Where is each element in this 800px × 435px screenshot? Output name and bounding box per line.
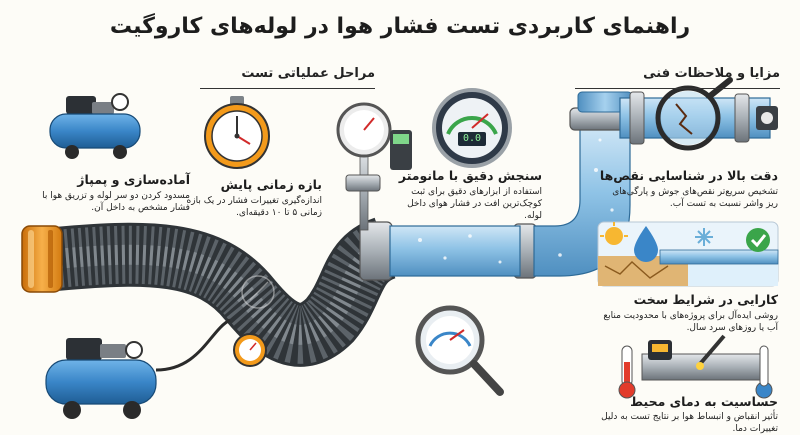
steps-header: مراحل عملیاتی تست <box>200 62 375 90</box>
feature-temperature: حساسیت به دمای محیط تأثیر انقباض و انبسا… <box>598 394 778 435</box>
sun-icon <box>600 222 628 245</box>
feature-temperature-title: حساسیت به دمای محیط <box>630 394 778 409</box>
crack-magnifier-icon <box>619 77 778 151</box>
step-monitoring-desc: اندازه‌گیری تغییرات فشار در یک بازه زمان… <box>186 196 322 219</box>
step-prep-title: آماده‌سازی و پمپاژ <box>77 172 190 187</box>
feature-accuracy-title: دقت بالا در شناسایی نقص‌ها <box>599 168 778 183</box>
target-icon <box>241 275 275 309</box>
magnifier-gauge-icon <box>415 305 504 396</box>
step-prep: آماده‌سازی و پمپاژ مسدود کردن دو سر لوله… <box>40 172 190 214</box>
end-cap <box>21 225 63 293</box>
stopwatch-icon <box>204 96 270 169</box>
features-header-label: مزایا و ملاحظات فنی <box>643 66 780 81</box>
digital-gauge-icon <box>432 88 512 168</box>
feature-harsh-conditions-title: کارایی در شرایط سخت <box>633 292 778 307</box>
feature-temperature-desc: تأثیر انقباض و انبساط هوا بر نتایج تست ب… <box>601 412 778 435</box>
feature-accuracy: دقت بالا در شناسایی نقص‌ها تشخیص سریع‌تر… <box>598 168 778 210</box>
step-prep-desc: مسدود کردن دو سر لوله و تزریق هوا با فشا… <box>42 191 190 214</box>
page-title: راهنمای کاربردی تست فشار هوا در لوله‌های… <box>109 14 691 39</box>
feature-harsh-conditions: کارایی در شرایط سخت روشی ایده‌آل برای پر… <box>598 292 778 334</box>
compressor-icon-2 <box>45 318 231 419</box>
step-monitoring: بازه زمانی پایش اندازه‌گیری تغییرات فشار… <box>182 177 322 219</box>
step-manometer-title: سنجش دقیق با مانومتر <box>398 168 542 183</box>
coupling <box>359 221 393 281</box>
features-header: مزایا و ملاحظات فنی <box>575 62 780 90</box>
feature-harsh-conditions-desc: روشی ایده‌آل برای پروژه‌های با محدودیت م… <box>603 311 778 334</box>
feature-accuracy-desc: تشخیص سریع‌تر نقص‌های جوش و پارگی‌های ری… <box>612 187 778 210</box>
step-manometer-desc: استفاده از ابزارهای دقیق برای ثبت کوچک‌ت… <box>407 187 542 222</box>
step-monitoring-title: بازه زمانی پایش <box>220 177 322 192</box>
thermometer-icon <box>618 345 636 399</box>
gauge-readout: 0.0 <box>462 133 482 144</box>
steps-header-label: مراحل عملیاتی تست <box>241 66 375 81</box>
compressor-icon <box>49 93 141 159</box>
check-icon <box>746 228 770 252</box>
water-drop-icon <box>634 226 658 262</box>
welding-icon <box>641 334 773 399</box>
snowflake-icon <box>695 228 713 246</box>
step-manometer: سنجش دقیق با مانومتر استفاده از ابزارهای… <box>392 168 542 222</box>
corrugated-pipe <box>41 217 398 367</box>
small-gauge-icon <box>233 333 267 367</box>
pressure-gauge-icon <box>336 102 412 231</box>
